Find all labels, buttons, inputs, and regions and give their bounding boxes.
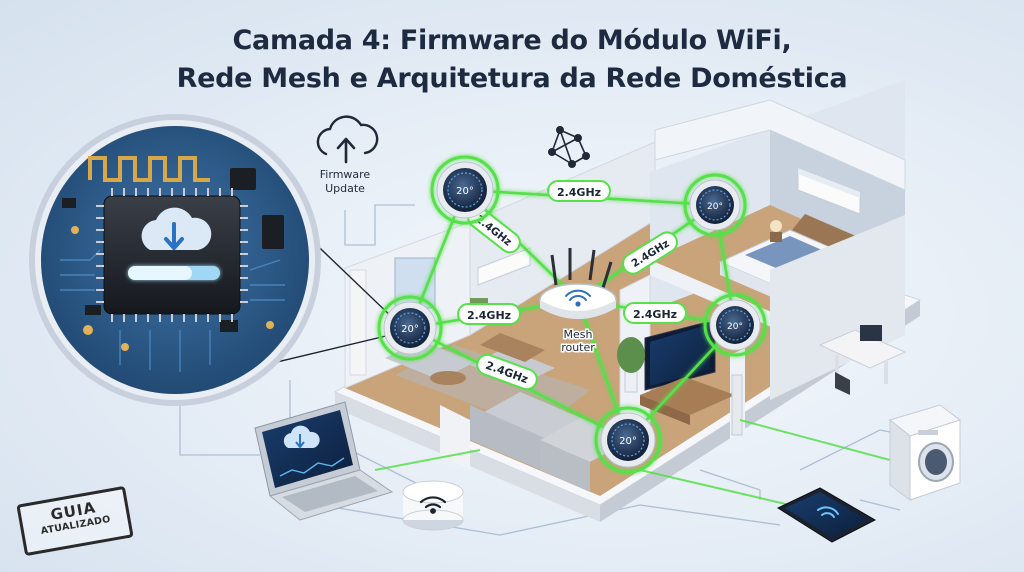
title-line-2: Rede Mesh e Arquitetura da Rede Doméstic… xyxy=(176,63,848,94)
router-label-line-1: Mesh xyxy=(564,328,593,341)
title-line-1: Camada 4: Firmware do Módulo WiFi, xyxy=(232,25,792,56)
thermostat-top-right: 20° xyxy=(683,173,747,237)
thermostat-right: 20° xyxy=(703,293,767,357)
page-title: Camada 4: Firmware do Módulo WiFi, Rede … xyxy=(0,22,1024,98)
svg-text:2.4GHz: 2.4GHz xyxy=(467,309,511,322)
wifi-module-magnifier xyxy=(29,114,396,406)
wifi-icon xyxy=(565,289,591,307)
smart-hub xyxy=(402,480,464,531)
cloud-upload-icon xyxy=(316,115,379,164)
laptop xyxy=(254,401,394,521)
thermostat-bottom: 20° xyxy=(594,406,662,474)
router-label-halo-1: Mesh xyxy=(564,328,593,341)
firmware-label-line-1: Firmware xyxy=(320,168,371,181)
house-cutaway xyxy=(333,80,922,522)
svg-text:2.4GHz: 2.4GHz xyxy=(633,308,677,321)
washing-machine xyxy=(888,404,962,501)
svg-text:20°: 20° xyxy=(727,322,743,332)
link-label-5: 2.4GHz xyxy=(623,302,687,324)
svg-text:20°: 20° xyxy=(619,436,637,447)
router-label-line-2: router xyxy=(561,341,595,354)
svg-text:20°: 20° xyxy=(401,324,419,335)
wifi-icon xyxy=(817,506,839,518)
thermostat-left: 20° xyxy=(377,295,443,361)
network-icon xyxy=(547,126,590,169)
link-label-1: 2.4GHz xyxy=(547,180,611,202)
router-label-halo-2: router xyxy=(561,341,595,354)
firmware-label-line-2: Update xyxy=(325,182,365,195)
mesh-router xyxy=(539,248,617,319)
link-label-4: 2.4GHz xyxy=(457,303,521,325)
svg-text:2.4GHz: 2.4GHz xyxy=(557,186,601,199)
svg-text:20°: 20° xyxy=(456,186,474,197)
cloud-download-icon xyxy=(141,207,212,250)
wifi-icon xyxy=(419,496,447,514)
thermostat-top-left: 20° xyxy=(430,155,500,225)
svg-text:20°: 20° xyxy=(707,202,723,212)
link-label-6: 2.4GHz xyxy=(476,353,538,391)
smartphone xyxy=(776,487,877,543)
cloud-download-icon xyxy=(283,425,320,449)
device-links xyxy=(374,419,891,506)
